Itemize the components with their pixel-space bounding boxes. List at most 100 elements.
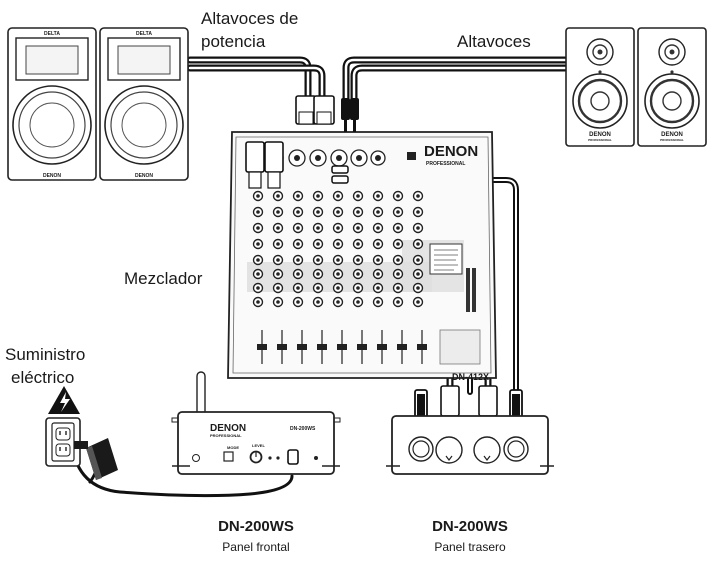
knob-cap — [296, 242, 300, 246]
monitor-sub: PROFESSIONAL — [588, 138, 612, 142]
wall-outlet-icon — [45, 417, 81, 467]
mixer-model: DN-412X — [452, 372, 489, 382]
knob-cap — [356, 286, 360, 290]
led-indicator — [192, 454, 200, 462]
xlr-plug — [245, 141, 265, 173]
mixer-display — [429, 243, 463, 275]
channel-knobs — [252, 190, 424, 308]
fader-knob[interactable] — [277, 344, 287, 350]
knob-cap — [296, 210, 300, 214]
fader-knob[interactable] — [257, 344, 267, 350]
monitor-speaker-left: DENON PROFESSIONAL — [565, 27, 635, 147]
monitor-sub: PROFESSIONAL — [660, 138, 684, 142]
channel-faders — [257, 330, 427, 364]
pa-brand-top: DELTA — [44, 31, 60, 37]
knob-cap — [376, 300, 380, 304]
mode-button[interactable] — [223, 451, 234, 462]
xlr-plug — [478, 385, 498, 417]
caption-rear-panel: Panel trasero — [434, 540, 506, 554]
knob-cap — [296, 258, 300, 262]
aux-plug-1 — [331, 165, 349, 174]
knob-cap — [296, 286, 300, 290]
knob-cap — [276, 272, 280, 276]
knob-cap — [396, 226, 400, 230]
dn200ws-rear-unit — [386, 415, 554, 475]
knob-cap — [276, 300, 280, 304]
knob-cap — [356, 210, 360, 214]
knob-cap — [396, 242, 400, 246]
knob-cap — [396, 272, 400, 276]
knob-cap — [316, 242, 320, 246]
power-port — [287, 449, 299, 465]
pa-brand-top: DELTA — [136, 31, 152, 37]
fader-knob[interactable] — [357, 344, 367, 350]
knob-cap — [416, 226, 420, 230]
knob-cap — [336, 258, 340, 262]
knob-cap — [396, 286, 400, 290]
knob-cap — [316, 210, 320, 214]
powered-speaker-right: DELTA DENON — [99, 27, 189, 181]
fader-knob[interactable] — [337, 344, 347, 350]
knob-cap — [356, 272, 360, 276]
knob-cap — [256, 210, 260, 214]
knob-cap — [356, 226, 360, 230]
label-powered-speakers-line2: potencia — [201, 32, 266, 51]
xlr-plug — [440, 385, 460, 417]
monitor-brand: DENON — [589, 132, 611, 138]
knob-cap — [276, 258, 280, 262]
plugs — [245, 95, 523, 421]
fader-knob[interactable] — [417, 344, 427, 350]
caption-front-model: DN-200WS — [218, 518, 294, 535]
pa-brand-bottom: DENON — [43, 173, 61, 179]
knob-cap — [296, 300, 300, 304]
fader-knob[interactable] — [317, 344, 327, 350]
label-power-supply-line1: Suministro — [5, 345, 85, 364]
monitor-speaker-right: DENON PROFESSIONAL — [637, 27, 707, 147]
mixer-sub: PROFESSIONAL — [426, 161, 465, 167]
unit-model: DN-200WS — [290, 426, 316, 432]
label-speakers: Altavoces — [457, 32, 531, 51]
knob-cap — [376, 286, 380, 290]
knob-cap — [276, 242, 280, 246]
knob-cap — [316, 300, 320, 304]
pa-brand-bottom: DENON — [135, 173, 153, 179]
aux-plug-2 — [331, 175, 349, 184]
knob-cap — [316, 286, 320, 290]
knob-cap — [376, 194, 380, 198]
knob-cap — [256, 300, 260, 304]
knob-cap — [356, 194, 360, 198]
fader-knob[interactable] — [297, 344, 307, 350]
knob-cap — [276, 194, 280, 198]
unit-brand: DENON — [210, 423, 246, 434]
knob-cap — [396, 300, 400, 304]
xlr-plug — [264, 141, 284, 173]
knob-cap — [256, 272, 260, 276]
knob-cap — [276, 210, 280, 214]
knob-cap — [316, 258, 320, 262]
knob-cap — [336, 286, 340, 290]
knob-cap — [376, 226, 380, 230]
knob-cap — [416, 272, 420, 276]
knob-cap — [336, 226, 340, 230]
level-meters — [466, 268, 476, 312]
caption-rear-model: DN-200WS — [432, 518, 508, 535]
dn200ws-front-unit: DENON PROFESSIONAL DN-200WS MODE LEVEL — [171, 371, 341, 475]
knob-cap — [336, 242, 340, 246]
unit-mode-label: MODE — [227, 445, 239, 450]
knob-cap — [376, 210, 380, 214]
knob-cap — [256, 258, 260, 262]
fader-knob[interactable] — [377, 344, 387, 350]
knob-cap — [296, 194, 300, 198]
knob-cap — [336, 272, 340, 276]
knob-cap — [256, 226, 260, 230]
knob-cap — [396, 210, 400, 214]
knob-cap — [276, 286, 280, 290]
knob-cap — [396, 258, 400, 262]
knob-cap — [316, 272, 320, 276]
high-voltage-warning-icon — [48, 386, 80, 414]
fader-knob[interactable] — [397, 344, 407, 350]
knob-cap — [296, 272, 300, 276]
knob-cap — [276, 226, 280, 230]
label-powered-speakers-line1: Altavoces de — [201, 9, 298, 28]
knob-cap — [296, 226, 300, 230]
